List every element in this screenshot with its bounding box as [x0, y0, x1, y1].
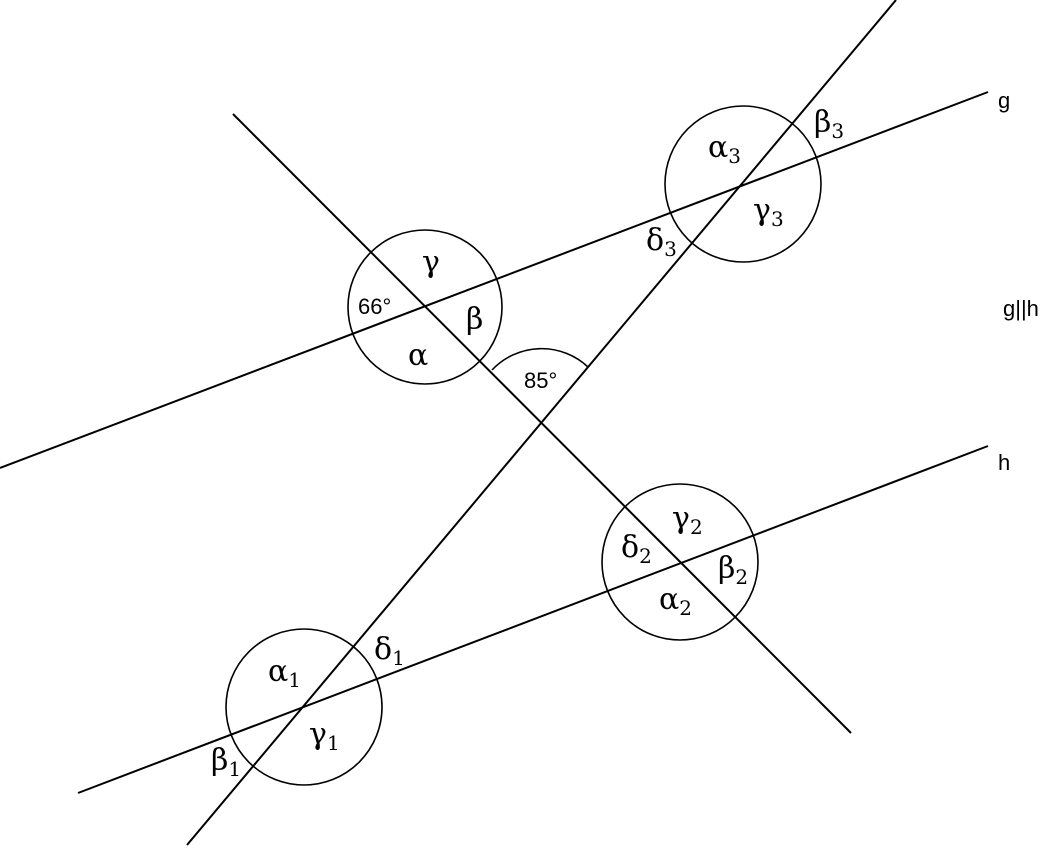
- angle-arc-85: [491, 347, 589, 371]
- line-g: [0, 91, 989, 469]
- angle-delta-1: δ1: [374, 632, 405, 670]
- transversal-ascending: [186, 0, 897, 846]
- parallel-note: g||h: [1003, 296, 1039, 321]
- given-angle-66: 66°: [358, 294, 391, 319]
- angle-beta-2: β2: [718, 551, 748, 589]
- angle-delta-2: δ2: [621, 530, 652, 568]
- angle-gamma-3: γ3: [753, 193, 784, 231]
- label-h: h: [998, 450, 1010, 475]
- angle-circle-lower-left: [225, 628, 383, 786]
- angle-gamma-2: γ2: [672, 501, 703, 539]
- label-g: g: [998, 88, 1010, 113]
- angle-beta-1: β1: [211, 743, 241, 781]
- angle-delta-3: δ3: [646, 223, 677, 261]
- angle-circle-top-left: [347, 229, 503, 385]
- angle-circle-lower-right: [601, 483, 759, 641]
- angle-alpha-1: α1: [268, 654, 301, 692]
- transversal-descending: [232, 113, 852, 734]
- given-angle-85: 85°: [524, 368, 557, 393]
- line-h: [77, 445, 989, 794]
- angle-alpha: α: [408, 338, 428, 373]
- angle-beta-3: β3: [814, 105, 844, 143]
- angle-circle-upper-right: [664, 105, 822, 263]
- angle-alpha-2: α2: [659, 582, 692, 620]
- angle-beta: β: [466, 302, 483, 337]
- angle-alpha-3: α3: [708, 130, 741, 168]
- angle-gamma-1: γ1: [309, 717, 340, 755]
- angle-gamma: γ: [422, 245, 440, 280]
